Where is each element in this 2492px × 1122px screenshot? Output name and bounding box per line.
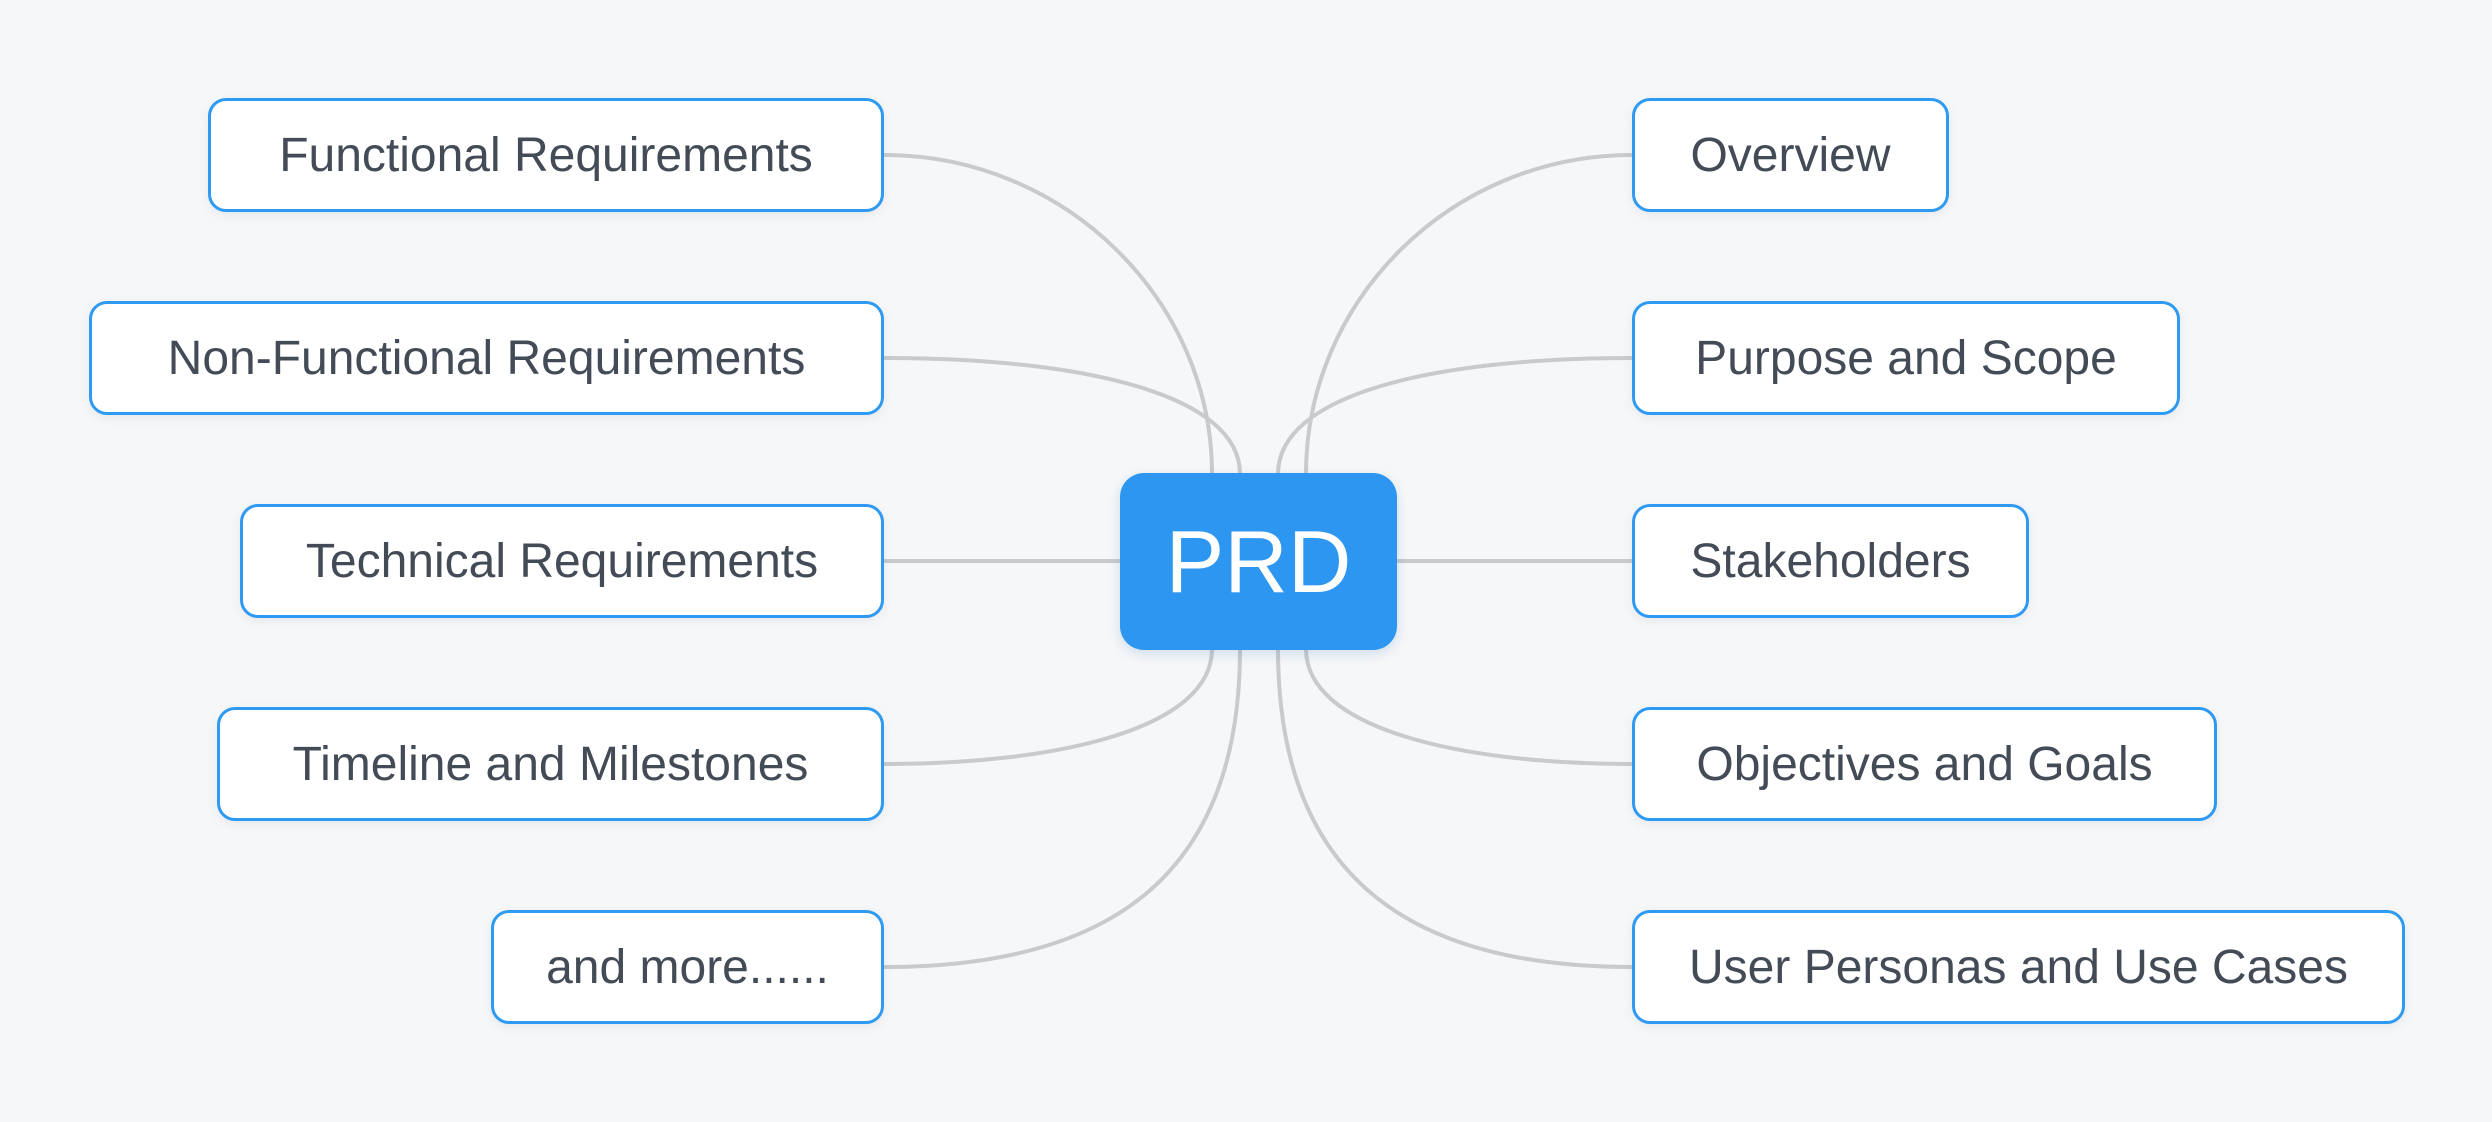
node-label: Stakeholders xyxy=(1690,534,1971,588)
node-technical-requirements[interactable]: Technical Requirements xyxy=(240,504,884,618)
node-non-functional-requirements[interactable]: Non-Functional Requirements xyxy=(89,301,884,415)
node-stakeholders[interactable]: Stakeholders xyxy=(1632,504,2029,618)
edge-left-2 xyxy=(883,356,1242,475)
node-prd-root[interactable]: PRD xyxy=(1120,473,1397,650)
node-label: Objectives and Goals xyxy=(1696,737,2153,791)
edge-right-4 xyxy=(1304,648,1633,766)
edge-left-1 xyxy=(883,153,1214,475)
node-label: Overview xyxy=(1690,128,1891,182)
node-functional-requirements[interactable]: Functional Requirements xyxy=(208,98,884,212)
edge-right-1 xyxy=(1304,153,1633,475)
node-label: Non-Functional Requirements xyxy=(167,331,806,385)
edge-right-5 xyxy=(1276,648,1633,969)
node-label: Purpose and Scope xyxy=(1695,331,2117,385)
node-label: and more...... xyxy=(546,940,829,994)
node-overview[interactable]: Overview xyxy=(1632,98,1949,212)
root-label: PRD xyxy=(1165,511,1352,611)
node-user-personas-and-use-cases[interactable]: User Personas and Use Cases xyxy=(1632,910,2405,1024)
node-and-more[interactable]: and more...... xyxy=(491,910,884,1024)
node-label: User Personas and Use Cases xyxy=(1689,940,2348,994)
node-objectives-and-goals[interactable]: Objectives and Goals xyxy=(1632,707,2217,821)
node-purpose-and-scope[interactable]: Purpose and Scope xyxy=(1632,301,2180,415)
node-label: Timeline and Milestones xyxy=(292,737,809,791)
node-timeline-and-milestones[interactable]: Timeline and Milestones xyxy=(217,707,884,821)
edge-right-2 xyxy=(1276,356,1633,475)
edge-left-4 xyxy=(883,648,1214,766)
node-label: Functional Requirements xyxy=(279,128,813,182)
edge-left-5 xyxy=(883,648,1242,969)
node-label: Technical Requirements xyxy=(305,534,819,588)
